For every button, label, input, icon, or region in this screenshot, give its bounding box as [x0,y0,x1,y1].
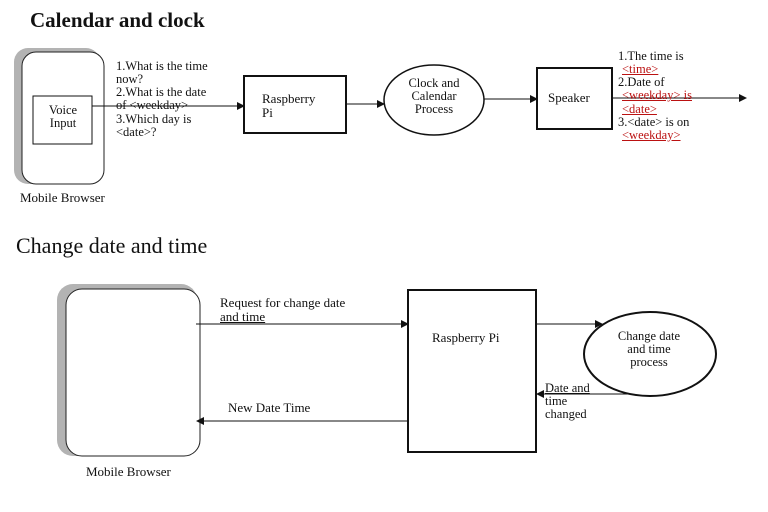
process-line-1: Clock and [408,76,460,90]
raspberry-pi-label-2: Raspberry Pi [432,330,500,345]
process-line-2: Calendar [411,89,457,104]
question-line-1: 1.What is the time [116,59,208,73]
change-process-label: Change date and time process [600,329,698,370]
answer-line-2: <time> [618,63,692,76]
change-date-time-process-circle [583,311,717,397]
answer-weekday-token-2: <weekday> [622,127,681,142]
section1-title: Calendar and clock [30,8,205,32]
date-time-changed-label: Date and time changed [545,381,590,422]
answer-date-token: <date> [622,101,657,116]
request-line-2: and time [220,308,266,324]
answer-line-6: 3.<date> is on [618,114,690,129]
changed-line-2: time [545,394,568,409]
section2-title: Change date and time [16,233,208,258]
speaker-label: Speaker [548,90,590,105]
answer-line-5: <date> [618,101,692,116]
answer-weekday-token: <weekday> is [622,88,692,103]
question-line-5: 3.Which day is [116,111,192,126]
raspberry-pi-box-2 [407,289,537,453]
answer-line-7: <weekday> [618,127,692,142]
answer-line-1: 1.The time is [618,49,684,63]
section1-device-label: Mobile Browser [20,190,105,205]
answer-time-token: <time> [622,62,659,77]
raspberry-line-1: Raspberry [262,91,316,106]
question-line-6-text: <date>? [116,124,157,139]
request-line-1: Request for change date [220,295,346,310]
raspberry-pi-label: Raspberry Pi [262,92,315,119]
process-line-3: Process [414,102,454,117]
phone2-frame [65,288,201,457]
changed-line-1: Date and [545,381,590,395]
raspberry-line-2: Pi [262,104,273,120]
question-line-3: 2.What is the date [116,85,207,100]
answer-text: 1.The time is <time> 2.Date of <weekday>… [618,49,692,142]
voice-input-box [32,95,93,145]
voice-input-line-2: Input [49,116,77,131]
question-line-4: of <weekday> [116,99,208,112]
new-date-time-label: New Date Time [228,400,311,415]
answer-line-4: <weekday> is [618,89,692,102]
changed-line-3: changed [545,407,587,422]
request-label: Request for change date and time [220,296,345,323]
clock-calendar-process-circle [383,64,485,136]
question-line-6: <date>? [116,124,208,139]
change-line-3: process [630,355,668,370]
voice-input-line-1: Voice [48,103,78,117]
question-line-2: now? [116,72,144,87]
voice-input-label: Voice Input [37,103,89,131]
answer-line-3: 2.Date of [618,75,665,90]
change-line-1: Change date [617,329,681,343]
change-line-2: and time [627,342,671,357]
question-text: 1.What is the time now? 2.What is the da… [116,59,208,139]
clock-calendar-label: Clock and Calendar Process [388,76,480,117]
section2-device-label: Mobile Browser [86,464,171,479]
question-line-4-text: of <weekday> [116,98,189,113]
